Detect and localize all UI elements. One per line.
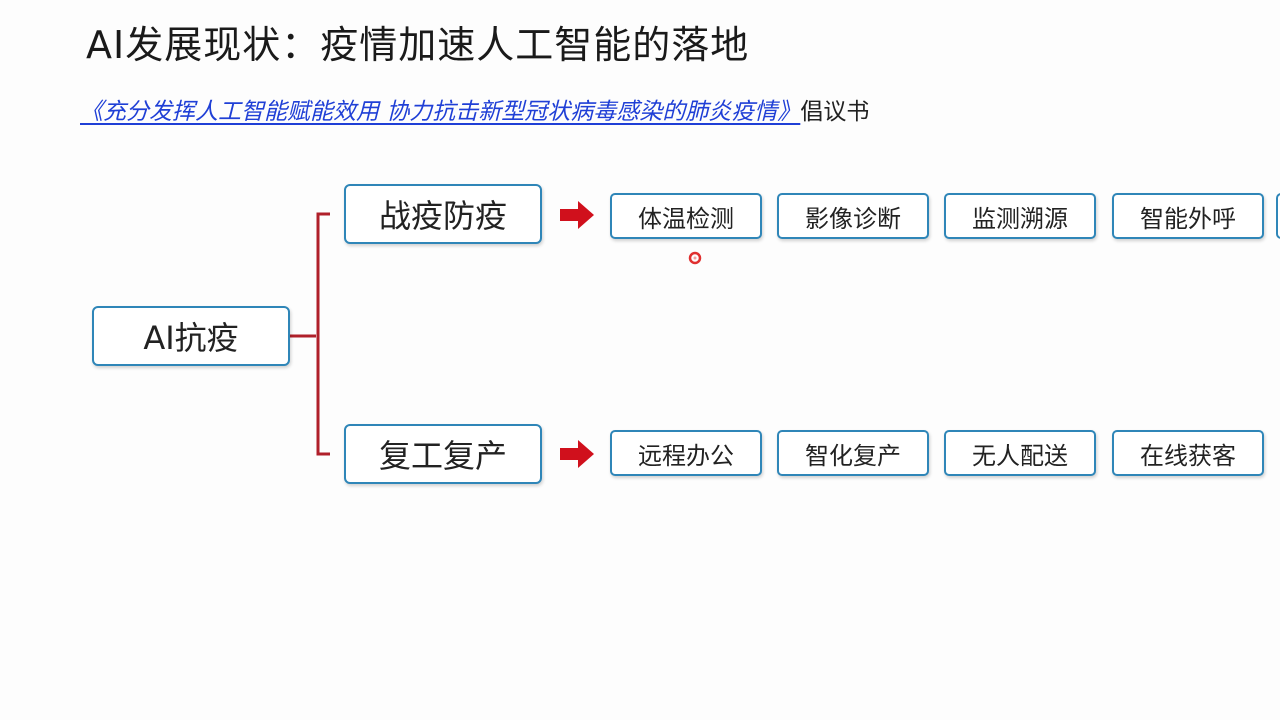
mindmap-root[interactable]: AI抗疫 [92,306,290,366]
proposal-link[interactable]: 《充分发挥人工智能赋能效用 协力抗击新型冠状病毒感染的肺炎疫情》 [80,99,801,125]
branch-resume-work[interactable]: 复工复产 [344,424,542,484]
slide-subtitle: 《充分发挥人工智能赋能效用 协力抗击新型冠状病毒感染的肺炎疫情》倡议书 [80,92,869,126]
leaf-monitoring-tracing[interactable]: 监测溯源 [944,193,1096,239]
right-arrow-icon [560,201,594,229]
leaf-unmanned-delivery[interactable]: 无人配送 [944,430,1096,476]
slide-title: AI发展现状：疫情加速人工智能的落地 [86,23,750,67]
leaf-online-customer-acquisition[interactable]: 在线获客 [1112,430,1264,476]
leaf-temperature-detection[interactable]: 体温检测 [610,193,762,239]
leaf-smart-outbound-call[interactable]: 智能外呼 [1112,193,1264,239]
right-arrow-icon [560,440,594,468]
leaf-remote-office[interactable]: 远程办公 [610,430,762,476]
pointer-dot-icon [688,251,702,265]
leaf-smart-production[interactable]: 智化复产 [777,430,929,476]
subtitle-suffix: 倡议书 [800,99,870,125]
leaf-imaging-diagnosis[interactable]: 影像诊断 [777,193,929,239]
branch-fight-epidemic[interactable]: 战疫防疫 [344,184,542,244]
leaf-offscreen [1276,193,1280,239]
